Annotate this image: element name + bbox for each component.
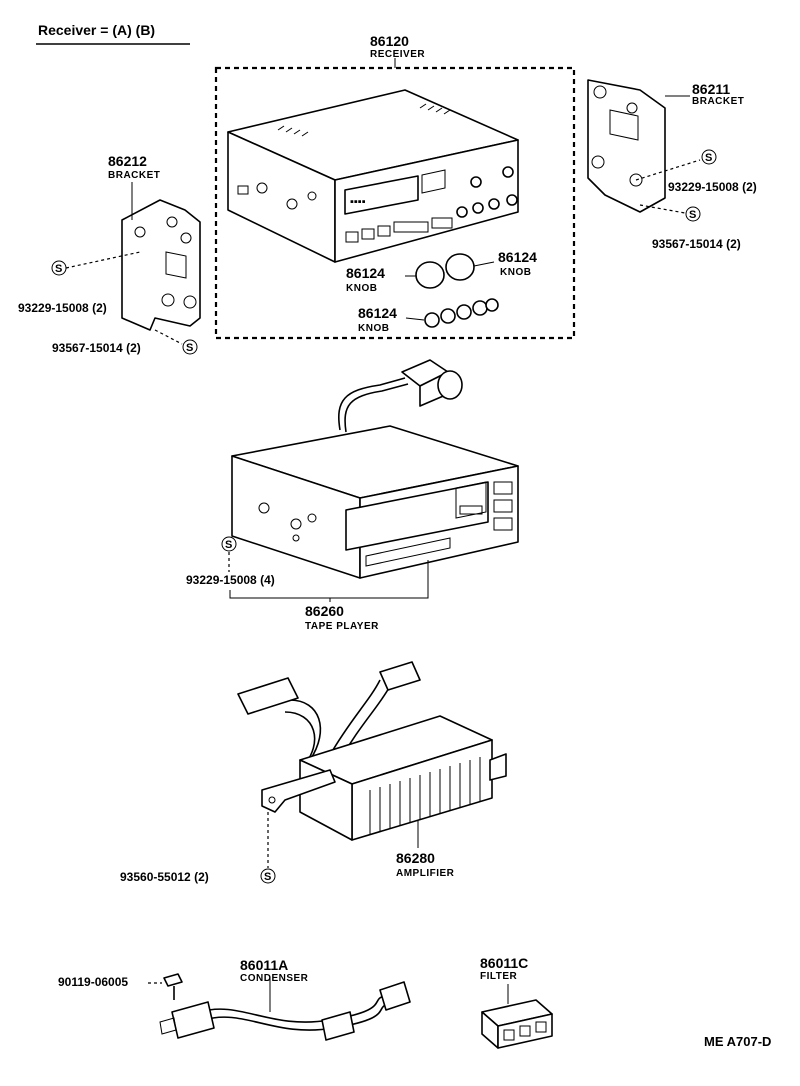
filter-part-name: FILTER	[480, 971, 518, 982]
bolt-drawing	[163, 973, 183, 1000]
bracket-right-group: 86211 BRACKET S 93229-15008 (2) S 93567-…	[587, 79, 757, 251]
screw-r-lower-label: 93567-15014 (2)	[652, 237, 741, 251]
bolt-label: 90119-06005	[58, 975, 128, 989]
tape-player-part-number: 86260	[305, 603, 344, 619]
condenser-group: 90119-06005 86011A CONDENSER	[58, 957, 411, 1041]
condenser-part-name: CONDENSER	[240, 973, 309, 984]
screw-symbol-r-upper	[701, 149, 717, 165]
screw-mark-tape: S	[225, 539, 232, 551]
screw-mark-r-upper: S	[705, 152, 712, 164]
receiver-dashed-boundary	[214, 66, 576, 340]
condenser-wire	[199, 995, 385, 1023]
screw-symbol-l-upper	[51, 260, 67, 276]
knob-large-pair	[405, 253, 495, 289]
condenser-plug-right	[379, 981, 411, 1011]
screw-mark-l-upper: S	[55, 263, 62, 275]
tape-leader	[229, 560, 429, 599]
knob-c-part-name: KNOB	[358, 323, 389, 334]
screw-r-upper-label: 93229-15008 (2)	[668, 180, 757, 194]
screw-mark-l-lower: S	[186, 342, 193, 354]
tape-player-part-name: TAPE PLAYER	[305, 621, 379, 632]
condenser-body	[171, 1001, 215, 1039]
amplifier-part-number: 86280	[396, 850, 435, 866]
receiver-group: 86120 RECEIVER ▪▪▪▪	[214, 33, 576, 340]
knob-b-part-name: KNOB	[500, 267, 531, 278]
tape-player-group: S 93229-15008 (4) 86260 TAPE PLAYER	[186, 359, 519, 632]
amp-connector-top	[379, 661, 421, 691]
screw-symbol-tape	[221, 536, 237, 552]
amplifier-part-name: AMPLIFIER	[396, 868, 455, 879]
filter-part-number: 86011C	[480, 955, 528, 971]
receiver-part-name: RECEIVER	[370, 49, 425, 60]
receiver-part-number: 86120	[370, 33, 409, 49]
screw-tape-label: 93229-15008 (4)	[186, 573, 275, 587]
screw-l-upper-label: 93229-15008 (2)	[18, 301, 107, 315]
screw-amp-label: 93560-55012 (2)	[120, 870, 209, 884]
condenser-part-number: 86011A	[240, 957, 288, 973]
screw-symbol-amp	[260, 868, 276, 884]
bracket-left-group: 86212 BRACKET S 93229-15008 (2) S 93567-…	[18, 153, 201, 355]
diagram-code: ME A707-D	[704, 1034, 771, 1049]
filter-drawing	[481, 999, 553, 1049]
knob-a-part-number: 86124	[346, 265, 385, 281]
bracket-right-drawing	[587, 79, 666, 213]
knob-b-part-number: 86124	[498, 249, 537, 265]
amplifier-group: S 93560-55012 (2) 86280 AMPLIFIER	[120, 661, 507, 884]
condenser-plug-left	[321, 1011, 355, 1041]
receiver-display-glyph: ▪▪▪▪	[350, 196, 366, 208]
bracket-left-drawing	[121, 199, 201, 331]
filter-group: 86011C FILTER	[480, 955, 553, 1049]
bracket-left-part-number: 86212	[108, 153, 147, 169]
bracket-right-part-number: 86211	[692, 81, 730, 97]
knob-c-part-number: 86124	[358, 305, 397, 321]
receiver-unit-drawing: ▪▪▪▪	[227, 89, 519, 263]
tape-cable	[338, 377, 406, 431]
bracket-left-part-name: BRACKET	[108, 170, 160, 181]
knob-a-part-name: KNOB	[346, 283, 377, 294]
screw-l-lower-label: 93567-15014 (2)	[52, 341, 141, 355]
screw-symbol-l-lower	[182, 339, 198, 355]
screw-mark-amp: S	[264, 871, 271, 883]
receiver-note: Receiver = (A) (B)	[38, 22, 155, 38]
amp-connector-left	[237, 677, 299, 715]
knob-small-group	[405, 298, 499, 328]
screw-symbol-r-lower	[685, 206, 701, 222]
bracket-right-part-name: BRACKET	[692, 96, 744, 107]
screw-mark-r-lower: S	[689, 209, 696, 221]
